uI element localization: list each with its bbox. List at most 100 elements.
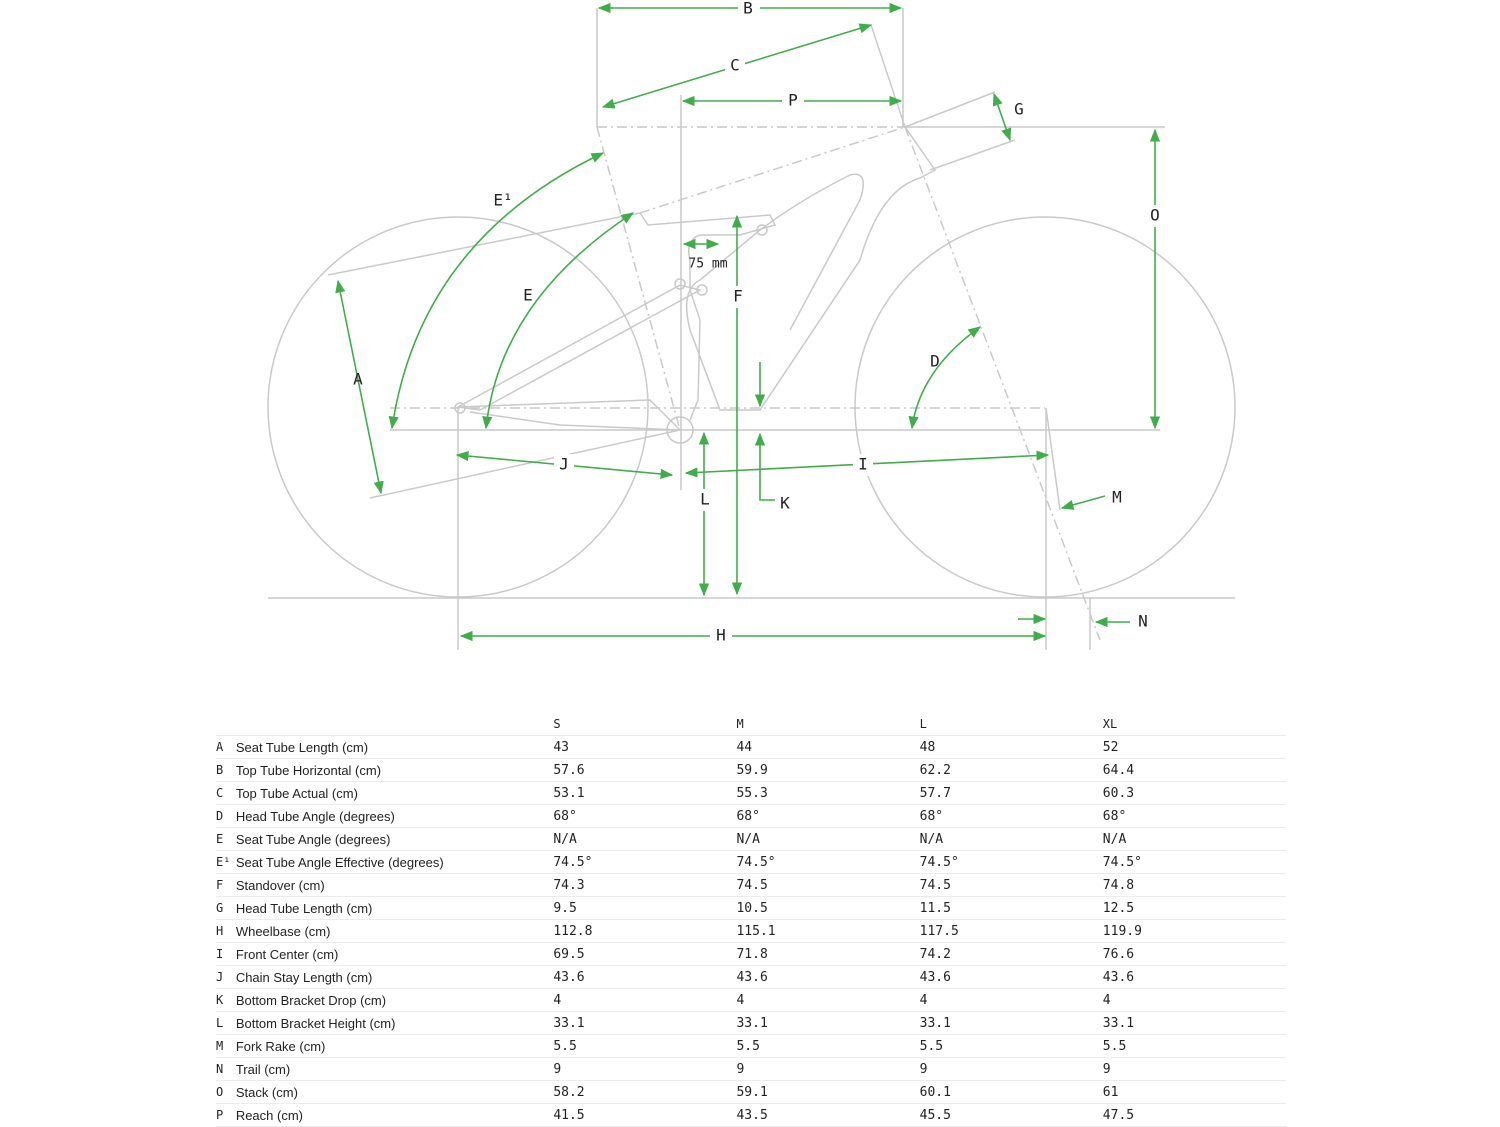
row-value-l: 74.5 (919, 873, 1103, 897)
row-letter: N (216, 1057, 236, 1081)
suspension-travel-note: 75 mm (688, 257, 727, 272)
row-value-xl: 68° (1102, 804, 1286, 828)
row-value-s: 68° (553, 804, 737, 828)
row-value-l: 117.5 (919, 919, 1103, 943)
row-measurement-name: Head Tube Length (cm) (235, 896, 554, 920)
row-measurement-name: Top Tube Actual (cm) (235, 781, 554, 805)
label-b: B (743, 0, 753, 18)
header-blank (235, 713, 554, 736)
dimension-labels: B C P G O E¹ E F 75 mm A D J I L K M N H (353, 0, 1165, 647)
row-letter: D (216, 804, 236, 828)
front-wheel (854, 216, 1236, 598)
row-measurement-name: Chain Stay Length (cm) (235, 965, 554, 989)
label-p: P (788, 91, 798, 110)
row-value-s: 5.5 (553, 1034, 737, 1058)
row-value-xl: 9 (1102, 1057, 1286, 1081)
row-value-m: 10.5 (736, 896, 920, 920)
row-value-s: 43 (553, 735, 737, 759)
row-value-m: 44 (736, 735, 920, 759)
row-measurement-name: Seat Tube Angle Effective (degrees) (235, 850, 554, 874)
row-value-m: 5.5 (736, 1034, 920, 1058)
row-measurement-name: Trail (cm) (235, 1057, 554, 1081)
row-value-xl: 74.8 (1102, 873, 1286, 897)
row-value-xl: 12.5 (1102, 896, 1286, 920)
row-value-l: 33.1 (919, 1011, 1103, 1035)
row-measurement-name: Wheelbase (cm) (235, 919, 554, 943)
header-size-m: M (736, 713, 920, 736)
label-h: H (716, 626, 726, 645)
row-value-xl: 47.5 (1102, 1103, 1286, 1127)
row-letter: B (216, 758, 236, 782)
row-measurement-name: Seat Tube Length (cm) (235, 735, 554, 759)
row-measurement-name: Front Center (cm) (235, 942, 554, 966)
row-letter: F (216, 873, 236, 897)
row-measurement-name: Bottom Bracket Drop (cm) (235, 988, 554, 1012)
label-g: G (1014, 100, 1024, 119)
row-letter: P (216, 1103, 236, 1127)
bike-frame-outline (267, 8, 1236, 650)
row-letter: M (216, 1034, 236, 1058)
row-letter: E (216, 827, 236, 851)
label-a: A (353, 370, 363, 389)
row-value-m: 43.6 (736, 965, 920, 989)
row-value-l: 4 (919, 988, 1103, 1012)
row-letter: O (216, 1080, 236, 1104)
row-value-m: 59.1 (736, 1080, 920, 1104)
row-letter: A (216, 735, 236, 759)
row-measurement-name: Fork Rake (cm) (235, 1034, 554, 1058)
row-value-xl: 60.3 (1102, 781, 1286, 805)
row-value-s: 58.2 (553, 1080, 737, 1104)
label-n: N (1138, 612, 1148, 631)
row-value-l: 60.1 (919, 1080, 1103, 1104)
row-measurement-name: Stack (cm) (235, 1080, 554, 1104)
row-letter: C (216, 781, 236, 805)
row-value-m: 33.1 (736, 1011, 920, 1035)
row-value-l: 62.2 (919, 758, 1103, 782)
row-measurement-name: Seat Tube Angle (degrees) (235, 827, 554, 851)
row-value-s: 112.8 (553, 919, 737, 943)
row-value-m: 9 (736, 1057, 920, 1081)
label-m: M (1112, 488, 1122, 507)
bottom-bracket (666, 416, 694, 444)
row-letter: E¹ (216, 850, 236, 874)
row-measurement-name: Top Tube Horizontal (cm) (235, 758, 554, 782)
row-value-xl: 119.9 (1102, 919, 1286, 943)
row-value-m: 4 (736, 988, 920, 1012)
row-value-s: 9.5 (553, 896, 737, 920)
header-blank (216, 713, 236, 736)
row-letter: G (216, 896, 236, 920)
row-value-xl: 64.4 (1102, 758, 1286, 782)
label-k: K (780, 494, 790, 513)
row-value-xl: 52 (1102, 735, 1286, 759)
row-value-xl: 5.5 (1102, 1034, 1286, 1058)
row-value-s: 33.1 (553, 1011, 737, 1035)
label-i: I (858, 455, 868, 474)
row-value-l: N/A (919, 827, 1103, 851)
row-value-xl: 74.5° (1102, 850, 1286, 874)
table-header-row: S M L XL (216, 713, 1286, 736)
dimension-arrows (335, 2, 1161, 642)
row-value-s: N/A (553, 827, 737, 851)
row-value-xl: 4 (1102, 988, 1286, 1012)
header-size-xl: XL (1102, 713, 1286, 736)
header-size-l: L (919, 713, 1103, 736)
row-value-xl: 43.6 (1102, 965, 1286, 989)
row-value-s: 69.5 (553, 942, 737, 966)
label-f: F (733, 287, 743, 306)
row-value-m: 74.5° (736, 850, 920, 874)
row-value-xl: 61 (1102, 1080, 1286, 1104)
label-c: C (730, 56, 740, 75)
row-measurement-name: Reach (cm) (235, 1103, 554, 1127)
row-value-s: 4 (553, 988, 737, 1012)
row-value-l: 43.6 (919, 965, 1103, 989)
row-value-l: 9 (919, 1057, 1103, 1081)
